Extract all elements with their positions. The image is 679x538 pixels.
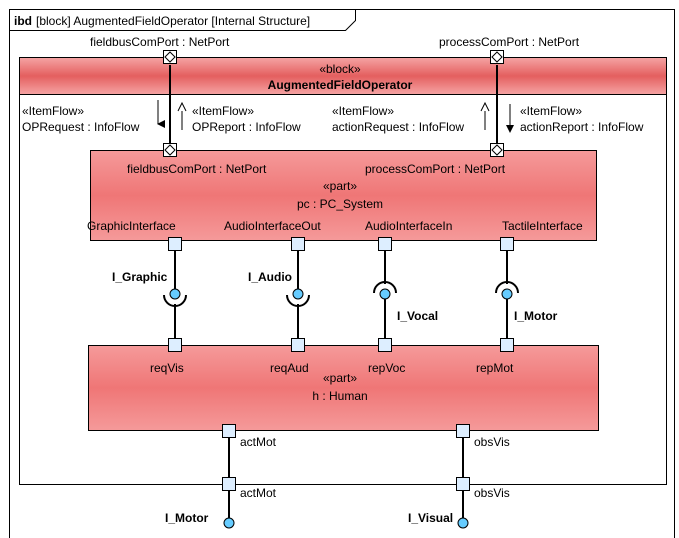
human-port-repvoc[interactable] (378, 338, 392, 352)
itemflow-4-label: actionReport : InfoFlow (520, 120, 644, 134)
itemflow-arrowhead-actionrequest (480, 101, 490, 112)
human-port-actmot-label: actMot (240, 435, 277, 449)
block-stereotype: «block» (319, 62, 361, 76)
lollipop-vocal-icon (373, 281, 397, 300)
human-port-reqvis[interactable] (168, 338, 182, 352)
lollipop-graphic-icon (163, 288, 187, 307)
pc-port-tactile-label: TactileInterface (502, 219, 583, 233)
pc-name: pc : PC_System (297, 197, 383, 211)
pc-port-audioin[interactable] (378, 237, 392, 251)
pc-port-fieldbus[interactable] (163, 143, 177, 157)
frame-title: [block] AugmentedFieldOperator [Internal… (36, 14, 310, 28)
outer-port-obsvis[interactable] (456, 477, 470, 491)
svg-text:ibd[block] AugmentedFieldOpera: ibd [block] AugmentedFieldOperator [Inter… (14, 14, 310, 28)
lollipop-outer-visual-icon (457, 517, 469, 529)
human-part[interactable] (88, 345, 599, 431)
outer-port-obsvis-label: obsVis (474, 486, 510, 500)
itemflow-3-stereotype: «ItemFlow» (332, 104, 394, 118)
itemflow-3-label: actionRequest : InfoFlow (332, 120, 464, 134)
itemflow-arrowhead-actionreport (506, 125, 514, 133)
pc-port-audioin-label: AudioInterfaceIn (365, 219, 452, 233)
outer-port-actmot[interactable] (222, 477, 236, 491)
human-port-obsvis[interactable] (456, 424, 470, 438)
interface-vocal-label: I_Vocal (397, 309, 438, 323)
outer-interface-visual-label: I_Visual (408, 511, 453, 525)
itemflow-2-stereotype: «ItemFlow» (192, 104, 254, 118)
itemflow-1-label: OPRequest : InfoFlow (22, 120, 140, 134)
outer-port-process-label: processComPort : NetPort (439, 35, 580, 49)
human-name: h : Human (312, 389, 367, 403)
outer-interface-motor-label: I_Motor (165, 511, 209, 525)
pc-port-audioout-label: AudioInterfaceOut (224, 219, 321, 233)
human-port-reqaud[interactable] (291, 338, 305, 352)
pc-port-graphic[interactable] (168, 237, 182, 251)
block-name: AugmentedFieldOperator (268, 78, 413, 92)
itemflow-1-stereotype: «ItemFlow» (22, 104, 84, 118)
pc-port-tactile[interactable] (500, 237, 514, 251)
human-port-repvoc-label: repVoc (368, 361, 405, 375)
pc-port-graphic-label: GraphicInterface (87, 219, 176, 233)
pc-port-audioout[interactable] (291, 237, 305, 251)
lollipop-outer-motor-icon (223, 517, 235, 529)
outer-port-fieldbus-label: fieldbusComPort : NetPort (90, 35, 230, 49)
interface-graphic-label: I_Graphic (112, 270, 168, 284)
human-port-obsvis-label: obsVis (474, 435, 510, 449)
lollipop-motor-icon (495, 281, 519, 300)
outer-port-process[interactable] (490, 50, 504, 64)
outer-port-fieldbus[interactable] (163, 50, 177, 64)
lollipop-audio-icon (286, 288, 310, 307)
diagram-frame (9, 9, 675, 538)
pc-part[interactable] (90, 150, 597, 241)
human-port-reqvis-label: reqVis (150, 361, 184, 375)
human-port-repmot-label: repMot (476, 361, 514, 375)
outer-port-actmot-label: actMot (240, 486, 277, 500)
pc-port-process[interactable] (490, 143, 504, 157)
frame-tab (9, 9, 356, 31)
human-port-repmot[interactable] (500, 338, 514, 352)
frame-kind: ibd (14, 14, 32, 28)
human-port-actmot[interactable] (222, 424, 236, 438)
itemflow-arrowhead-opreport (177, 101, 187, 112)
itemflow-2-label: OPReport : InfoFlow (192, 120, 301, 134)
interface-motor-label: I_Motor (514, 309, 558, 323)
interface-audio-label: I_Audio (248, 270, 292, 284)
pc-port-process-label: processComPort : NetPort (365, 162, 506, 176)
pc-port-fieldbus-label: fieldbusComPort : NetPort (127, 162, 267, 176)
human-stereotype: «part» (323, 371, 357, 385)
itemflow-4-stereotype: «ItemFlow» (520, 104, 582, 118)
pc-stereotype: «part» (323, 179, 357, 193)
block-header (19, 57, 667, 95)
human-port-reqaud-label: reqAud (270, 361, 309, 375)
